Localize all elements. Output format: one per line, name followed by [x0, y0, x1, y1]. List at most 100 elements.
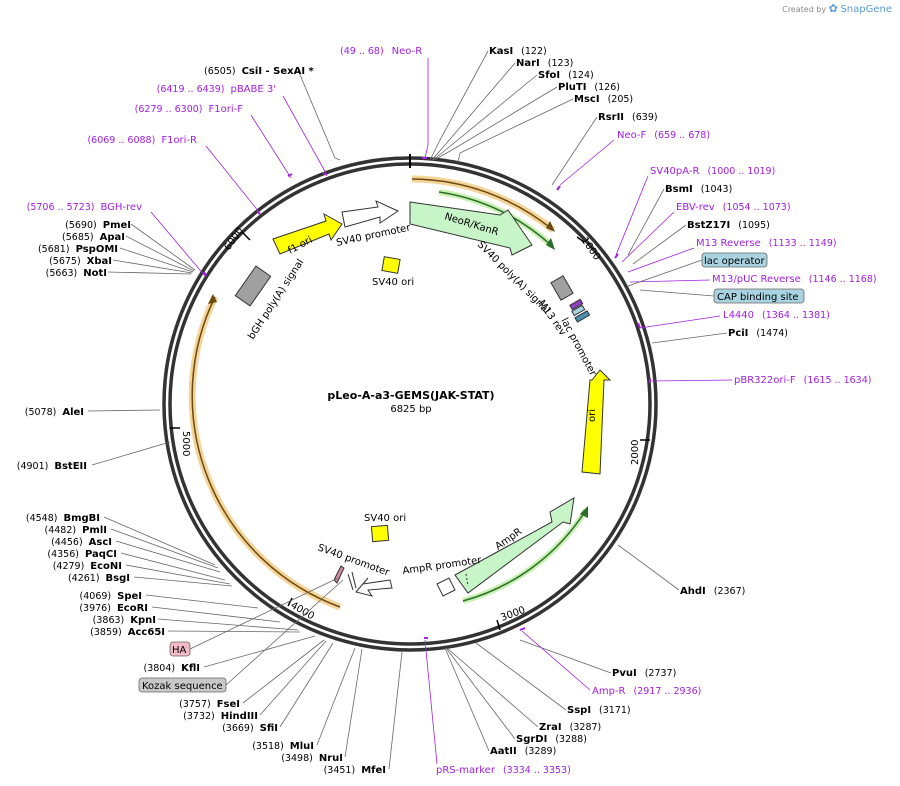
orf-left-arrowhead — [208, 294, 217, 304]
cap-site-feature[interactable] — [574, 310, 591, 323]
enzyme-rsrii[interactable]: RsrII(639) — [598, 112, 658, 123]
lac-operator-feature[interactable] — [571, 304, 586, 317]
ha-box-label: HA — [172, 645, 187, 656]
enzyme-sfoi[interactable]: SfoI(124) — [538, 70, 594, 81]
plasmid-size: 6825 bp — [390, 404, 431, 415]
enzyme-acc65i[interactable]: (3859)Acc65I — [90, 627, 165, 638]
primer-l4440[interactable]: L4440(1364 .. 1381) — [723, 310, 830, 321]
lac-operator-box[interactable] — [701, 252, 768, 268]
cap-site-box[interactable] — [713, 288, 805, 304]
primer-sv40pa-r[interactable]: SV40pA-R(1000 .. 1019) — [650, 166, 775, 177]
primer-neo-r[interactable]: (49 .. 68)Neo-R — [340, 46, 422, 57]
primer-neo-f[interactable]: Neo-F(659 .. 678) — [617, 130, 710, 141]
primer-bgh-rev[interactable]: (5706 .. 5723)BGH-rev — [27, 202, 142, 213]
enzyme-bsgi[interactable]: (4261)BsgI — [68, 573, 130, 584]
primer-ebv-rev[interactable]: EBV-rev(1054 .. 1073) — [676, 202, 791, 213]
primer-amp-r[interactable]: Amp-R(2917 .. 2936) — [592, 686, 701, 697]
primer-f1ori-r[interactable]: (6069 .. 6088)F1ori-R — [87, 135, 197, 146]
tick-1000: 1000 — [579, 235, 603, 262]
primer-m13puc-reverse[interactable]: M13/pUC Reverse(1146 .. 1168) — [712, 274, 877, 285]
tick-2000: 2000 — [630, 440, 641, 465]
enzyme-kpni[interactable]: (3863)KpnI — [93, 615, 156, 626]
leader-apai — [125, 235, 195, 272]
leader-kozak — [225, 579, 344, 686]
ori-feature[interactable] — [581, 369, 612, 475]
leader-bsgi — [133, 576, 233, 587]
leader-msci — [457, 98, 574, 163]
ori-label: ori — [587, 409, 598, 422]
leader-pvui — [519, 639, 612, 674]
enzyme-kfli[interactable]: (3804)KflI — [144, 663, 200, 674]
sv40-promoter-bottom-feature[interactable] — [355, 577, 393, 597]
enzyme-xbai[interactable]: (5675)XbaI — [49, 256, 112, 267]
marker-f1ori-r — [256, 210, 261, 215]
kozak-box-label: Kozak sequence — [142, 681, 223, 692]
f1-ori-feature[interactable] — [272, 212, 343, 255]
enzyme-mlui[interactable]: (3518)MluI — [252, 741, 314, 752]
enzyme-noti[interactable]: (5663)NotI — [46, 268, 107, 279]
leader-alei — [87, 409, 161, 412]
primer-leader-lines — [150, 58, 733, 765]
ampr-promoter-feature[interactable] — [436, 577, 456, 597]
enzyme-bsteii[interactable]: (4901)BstEII — [17, 461, 87, 472]
enzyme-fsei[interactable]: (3757)FseI — [179, 699, 240, 710]
enzyme-kasi[interactable]: KasI(122) — [489, 46, 547, 57]
enzyme-pspomi[interactable]: (5681)PspOMI — [38, 244, 118, 255]
sv40-ori-top-feature[interactable] — [381, 256, 401, 274]
orf-amp-arrowhead — [580, 506, 588, 518]
enzyme-ecori[interactable]: (3976)EcoRI — [79, 603, 148, 614]
enzyme-sfii[interactable]: (3669)SfiI — [222, 723, 278, 734]
kozak-box[interactable] — [138, 677, 227, 693]
enzyme-pvui[interactable]: PvuI(2737) — [612, 668, 676, 679]
leader-pmli — [110, 528, 219, 569]
enzyme-nrui[interactable]: (3498)NruI — [281, 753, 343, 764]
leader-pbabe3 — [282, 95, 328, 176]
leader-rsrii — [551, 116, 598, 186]
enzyme-msci[interactable]: MscI(205) — [574, 94, 633, 105]
enzyme-csii[interactable]: (6505)CsiI - SexAI * — [204, 66, 315, 77]
sv40-promoter-top-feature[interactable] — [341, 200, 400, 228]
lac-operator-box-label: lac operator — [704, 256, 765, 267]
enzyme-spei[interactable]: (4069)SpeI — [80, 591, 142, 602]
leader-sfoi — [432, 74, 538, 161]
primer-pbabe3[interactable]: (6419 .. 6439)pBABE 3' — [157, 84, 276, 95]
enzyme-alei[interactable]: (5078)AleI — [25, 407, 84, 418]
enzyme-sgrdi[interactable]: SgrDI(3288) — [516, 734, 587, 745]
sv40-ori-bottom-feature[interactable] — [370, 524, 390, 543]
ampr-feature[interactable] — [454, 497, 575, 594]
primer-f1ori-f[interactable]: (6279 .. 6300)F1ori-F — [135, 104, 244, 115]
orf-left-line — [191, 296, 341, 608]
enzyme-pcii[interactable]: PciI(1474) — [728, 328, 788, 339]
enzyme-pmei[interactable]: (5690)PmeI — [65, 220, 131, 231]
enzyme-pluti[interactable]: PluTI(126) — [558, 82, 620, 93]
bgh-polya-feature[interactable] — [234, 265, 272, 307]
enzyme-bsmi[interactable]: BsmI(1043) — [665, 184, 732, 195]
enzyme-ahdi[interactable]: AhdI(2367) — [680, 586, 745, 597]
neo-kan-feature[interactable] — [409, 201, 533, 256]
sv40-ori-top-label: SV40 ori — [372, 277, 414, 288]
m13-rev-feature[interactable] — [569, 298, 584, 311]
enzyme-apai[interactable]: (5685)ApaI — [62, 232, 125, 243]
sv40-polya-right-feature[interactable] — [550, 275, 574, 301]
enzyme-pmli[interactable]: (4482)PmlI — [45, 525, 108, 536]
enzyme-aatii[interactable]: AatII(3289) — [490, 746, 556, 757]
enzyme-hindiii[interactable]: (3732)HindIII — [183, 711, 258, 722]
box-leader-lines — [189, 259, 715, 686]
enzyme-bstz17i[interactable]: BstZ17I(1095) — [687, 220, 770, 231]
primer-prs-marker[interactable]: pRS-marker(3334 .. 3353) — [436, 765, 571, 776]
cap-site-box-label: CAP binding site — [717, 292, 799, 303]
tick-mark-1000 — [576, 236, 585, 243]
enzyme-zrai[interactable]: ZraI(3287) — [539, 722, 601, 733]
enzyme-sspi[interactable]: SspI(3171) — [567, 705, 631, 716]
primer-pbr322ori-f[interactable]: pBR322ori-F(1615 .. 1634) — [734, 375, 871, 386]
marker-pbabe — [322, 172, 328, 176]
enzyme-bmgbi[interactable]: (4548)BmgBI — [26, 513, 100, 524]
enzyme-asci[interactable]: (4456)AscI — [51, 537, 112, 548]
leader-prs-marker — [424, 639, 438, 765]
enzyme-nari[interactable]: NarI(123) — [516, 58, 573, 69]
enzyme-paqci[interactable]: (4356)PaqCI — [47, 549, 117, 560]
enzyme-econi[interactable]: (4279)EcoNI — [53, 561, 122, 572]
ha-box[interactable] — [169, 641, 191, 657]
enzyme-mfei[interactable]: (3451)MfeI — [324, 765, 386, 776]
primer-m13-reverse[interactable]: M13 Reverse(1133 .. 1149) — [696, 238, 837, 249]
